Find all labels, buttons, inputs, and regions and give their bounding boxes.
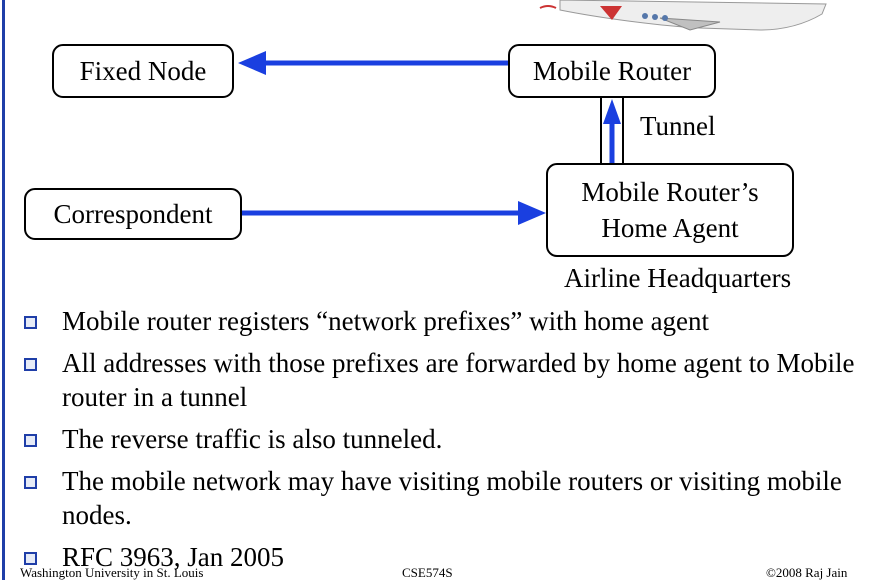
airplane-image xyxy=(539,0,827,31)
tunnel-arrow-head xyxy=(603,99,621,124)
bullet-item: All addresses with those prefixes are fo… xyxy=(20,346,870,414)
fixed-node-box: Fixed Node xyxy=(52,44,234,98)
footer-copyright: ©2008 Raj Jain xyxy=(766,565,848,580)
bullet-text: All addresses with those prefixes are fo… xyxy=(62,348,855,412)
footer-course: CSE574S xyxy=(402,565,453,580)
bullet-square-icon xyxy=(24,316,37,329)
bullet-text: Mobile router registers “network prefixe… xyxy=(62,306,710,336)
tunnel-label: Tunnel xyxy=(640,111,716,141)
slide-left-rule xyxy=(2,0,5,580)
airline-hq-label: Airline Headquarters xyxy=(564,263,792,293)
home-agent-label-line2: Home Agent xyxy=(601,213,739,243)
correspondent-label: Correspondent xyxy=(53,199,213,229)
bullet-item: RFC 3963, Jan 2005 xyxy=(20,540,870,574)
correspondent-box: Correspondent xyxy=(24,188,242,240)
bullet-text: The mobile network may have visiting mob… xyxy=(62,466,842,530)
home-agent-label-line1: Mobile Router’s xyxy=(581,177,759,207)
mobile-network-diagram: Fixed Node Mobile Router Tunnel Correspo… xyxy=(24,0,827,293)
footer-university: Washington University in St. Louis xyxy=(20,565,204,580)
arrow-to-fixed-node-head xyxy=(238,51,266,75)
mobile-router-label: Mobile Router xyxy=(532,56,692,86)
bullet-item: The mobile network may have visiting mob… xyxy=(20,464,870,532)
bullet-list: Mobile router registers “network prefixe… xyxy=(20,304,870,582)
bullet-text: RFC 3963, Jan 2005 xyxy=(62,542,285,572)
bullet-item: Mobile router registers “network prefixe… xyxy=(20,304,870,338)
bullet-square-icon xyxy=(24,358,37,371)
bullet-square-icon xyxy=(24,476,37,489)
bullet-item: The reverse traffic is also tunneled. xyxy=(20,422,870,456)
bullet-square-icon xyxy=(24,552,37,565)
home-agent-box: Mobile Router’s Home Agent xyxy=(546,163,794,257)
bullet-square-icon xyxy=(24,434,37,447)
fixed-node-label: Fixed Node xyxy=(79,56,207,86)
bullet-text: The reverse traffic is also tunneled. xyxy=(62,424,443,454)
mobile-router-box: Mobile Router xyxy=(508,44,716,98)
arrow-to-home-agent-head xyxy=(518,201,546,225)
diagram-canvas xyxy=(238,0,827,225)
